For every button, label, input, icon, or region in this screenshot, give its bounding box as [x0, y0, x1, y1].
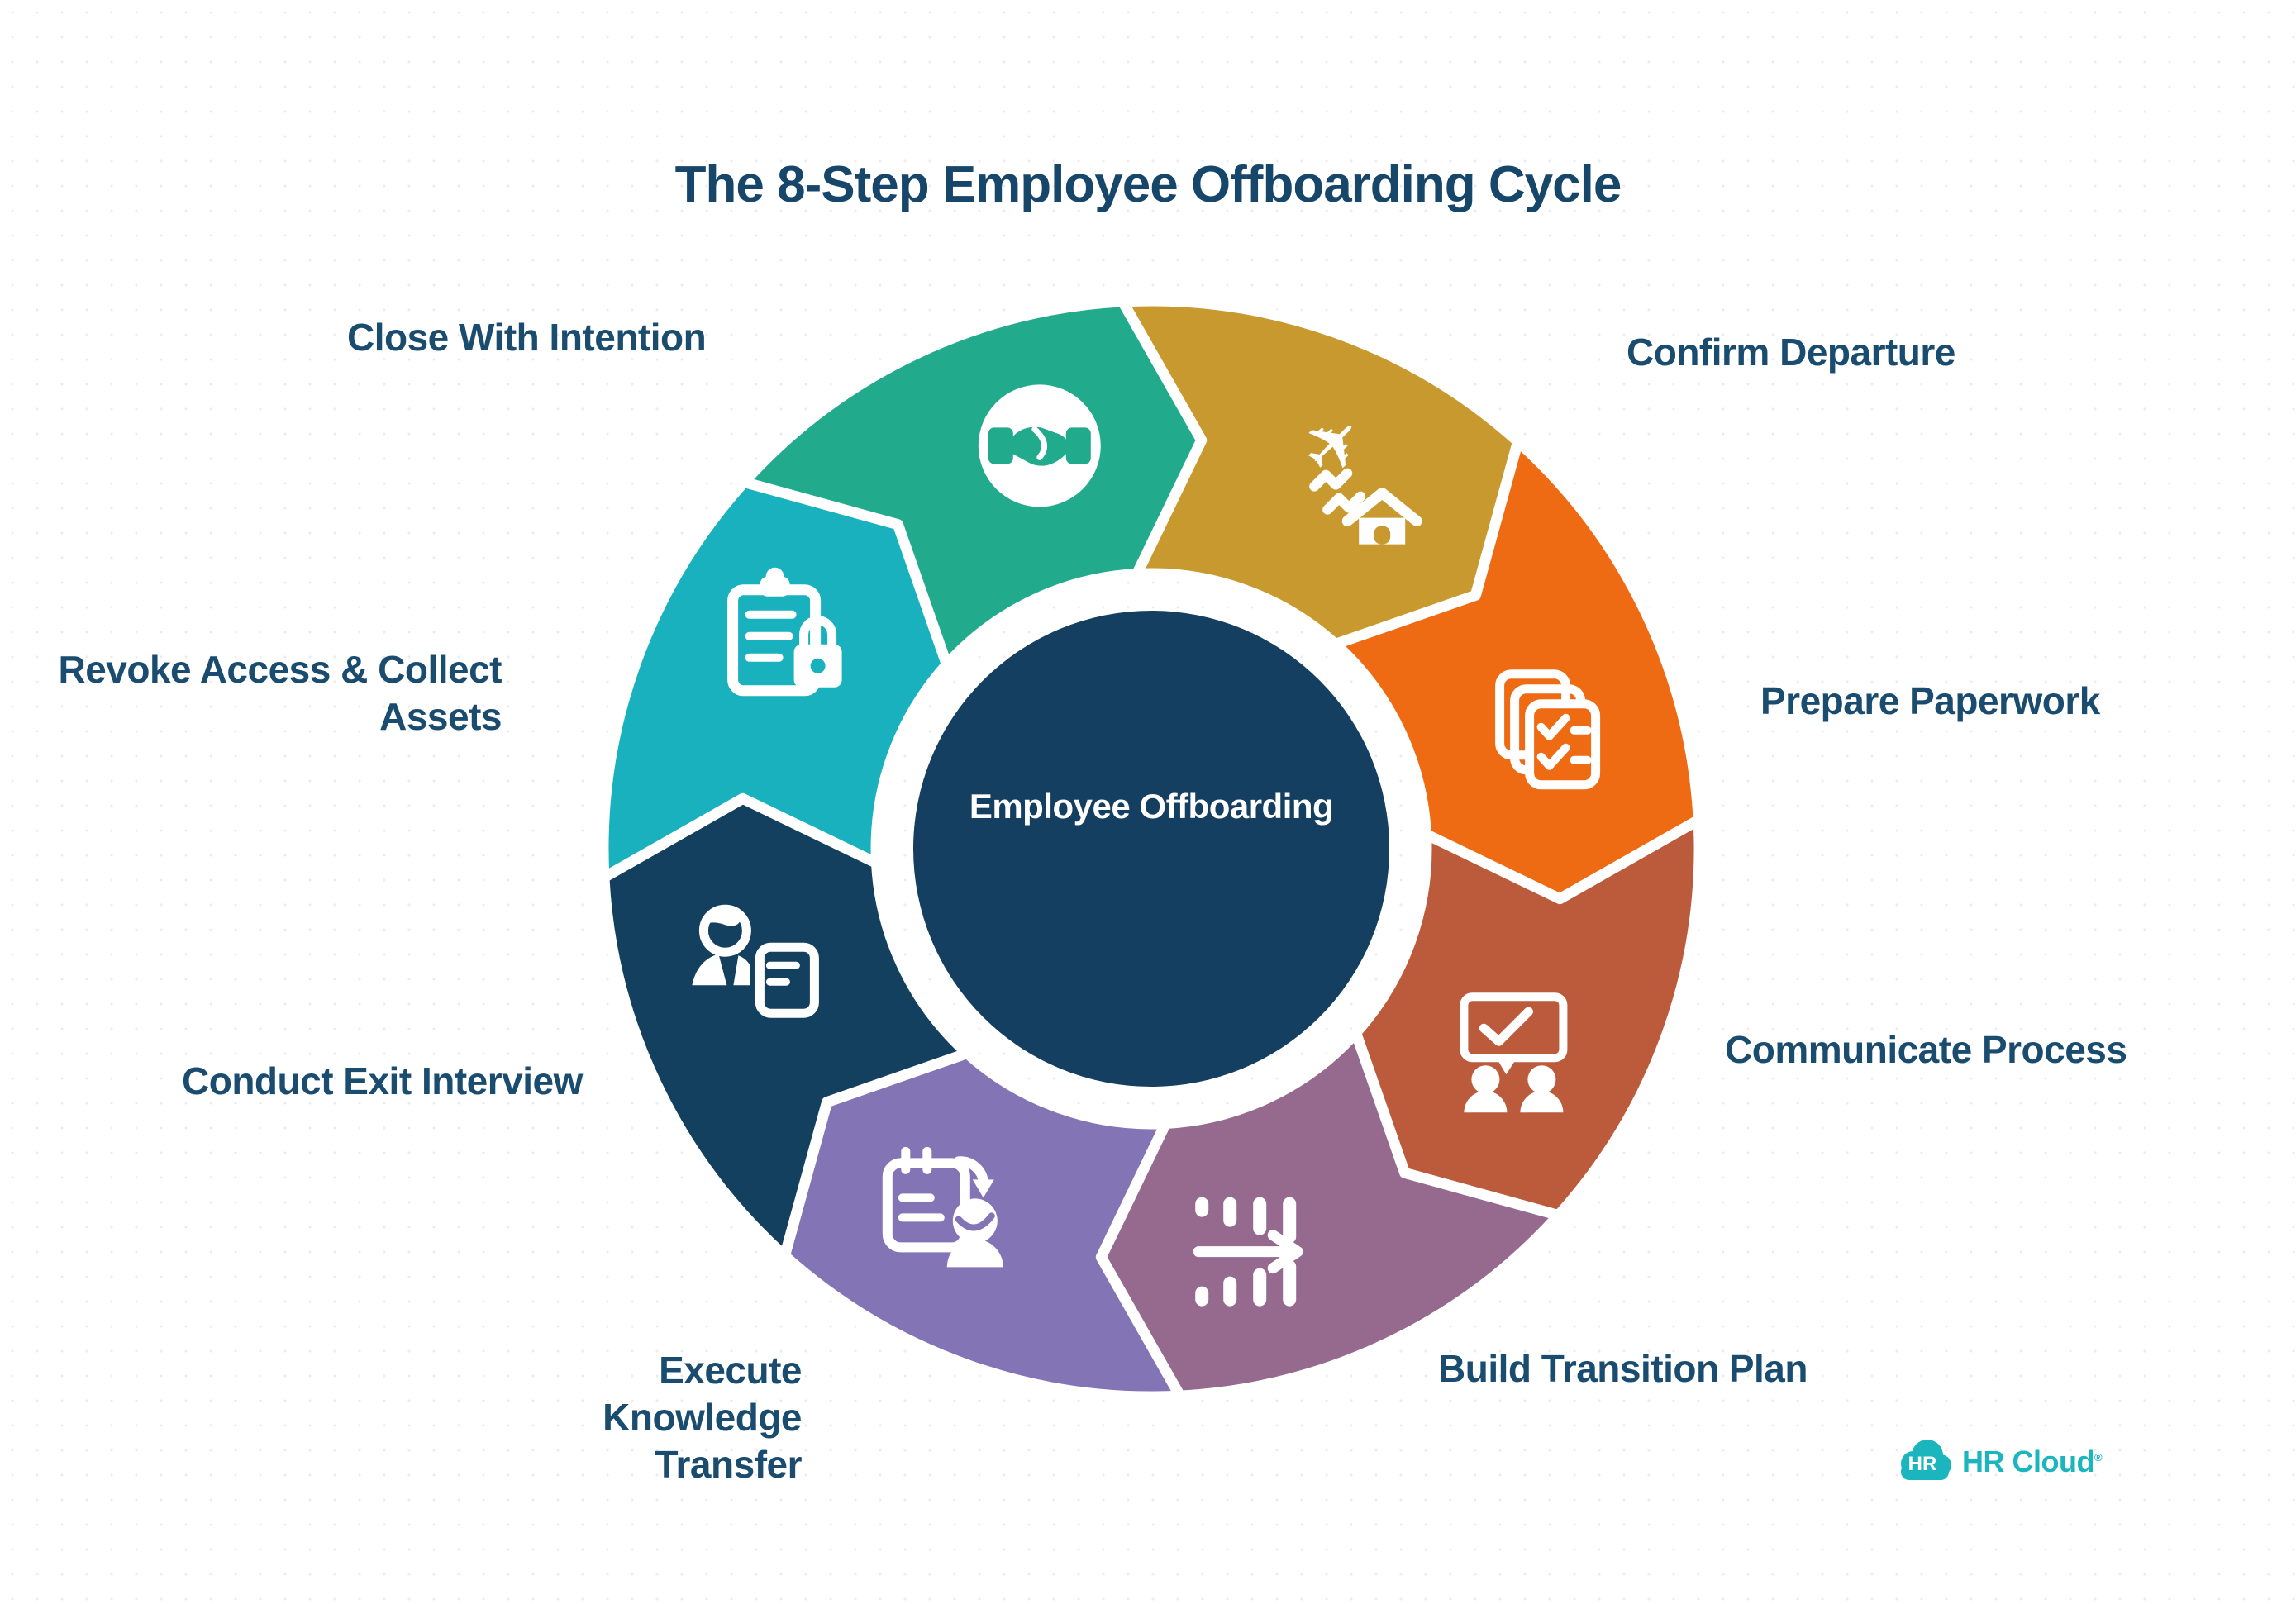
stacked-checklists-icon: [1495, 669, 1601, 790]
dashed-flow-arrow-icon: [1193, 1197, 1303, 1307]
page-title: The 8-Step Employee Offboarding Cycle: [674, 155, 1622, 213]
clipboard-lock-icon: [727, 567, 842, 697]
people-speech-bubble-icon: [1460, 992, 1568, 1113]
step-label-communicate-process: Communicate Process: [1725, 1028, 2127, 1071]
step-label-close-with-intention: Close With Intention: [347, 316, 707, 359]
registered-mark: ®: [2094, 1451, 2103, 1464]
handshake-circle-icon: [978, 384, 1101, 507]
hr-badge-text: HR: [1908, 1453, 1937, 1475]
hr-cloud-brand-text: HR Cloud®: [1962, 1445, 2103, 1478]
offboarding-cycle-wheel: ✈: [589, 287, 1713, 1411]
segment-close-with-intention: [738, 296, 1208, 670]
segment-conduct-exit-interview: [598, 792, 973, 1262]
segment-confirm-departure: [1117, 295, 1524, 650]
step-label-conduct-exit-interview: Conduct Exit Interview: [182, 1059, 583, 1102]
person-document-icon: [692, 904, 819, 1018]
notepad-handover-person-icon: [882, 1146, 1003, 1268]
cycle-wheel-svg: ✈: [598, 295, 1705, 1402]
step-label-prepare-paperwork: Prepare Paperwork: [1760, 679, 2100, 722]
hr-cloud-logo: HR HR Cloud®: [1898, 1436, 2103, 1483]
hr-cloud-cloud-icon: HR: [1901, 1439, 1951, 1480]
step-label-build-transition-plan: Build Transition Plan: [1438, 1347, 1808, 1390]
step-label-confirm-departure: Confirm Departure: [1627, 331, 1955, 374]
step-label-execute-knowledge-transfer: Execute Knowledge Transfer: [603, 1349, 802, 1486]
step-label-revoke-access-collect-assets: Revoke Access & Collect Assets: [58, 648, 502, 738]
cycle-center-label: Employee Offboarding: [969, 787, 1334, 826]
segment-revoke-access-collect-assets: [598, 476, 952, 883]
cycle-center-circle: [913, 611, 1389, 1087]
segment-build-transition-plan: [1095, 1027, 1565, 1402]
